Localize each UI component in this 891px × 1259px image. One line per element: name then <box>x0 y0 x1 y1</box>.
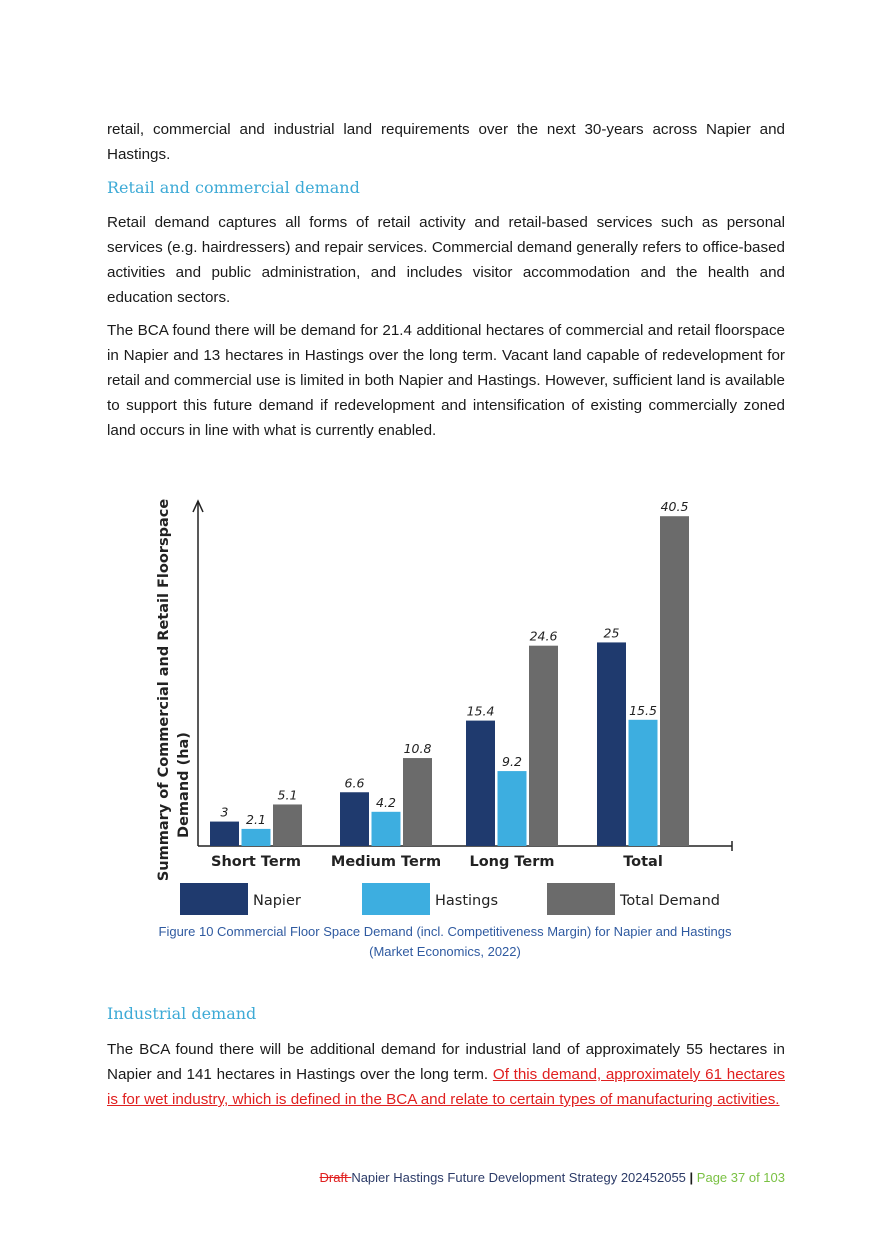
footer-deleted-text: Draft <box>319 1170 352 1185</box>
legend-label: Total Demand <box>619 893 720 909</box>
bar-medium-term-total-demand <box>403 758 432 846</box>
y-axis-label-line-1: Summary of Commercial and Retail Floorsp… <box>156 499 172 881</box>
page-footer: Draft Napier Hastings Future Development… <box>320 1170 785 1185</box>
bar-long-term-hastings <box>497 771 527 846</box>
y-axis-label-line-2: Demand (ha) <box>176 732 192 838</box>
retail-heading: Retail and commercial demand <box>107 178 360 197</box>
data-label: 40.5 <box>661 499 689 514</box>
figure-caption: Figure 10 Commercial Floor Space Demand … <box>100 922 790 962</box>
tracked-insertion: Of this demand, approximately 61 hectare… <box>107 1066 785 1108</box>
bar-short-term-napier <box>210 821 239 846</box>
bar-total-napier <box>597 642 626 846</box>
data-label: 24.6 <box>530 629 558 644</box>
data-label: 15.5 <box>629 703 657 718</box>
industrial-paragraph: The BCA found there will be additional d… <box>107 1037 785 1112</box>
bar-medium-term-napier <box>340 792 369 846</box>
retail-paragraph-1: Retail demand captures all forms of reta… <box>107 214 785 306</box>
bar-total-hastings <box>628 719 658 846</box>
category-label: Medium Term <box>331 854 441 870</box>
bar-short-term-hastings <box>241 828 271 846</box>
demand-bar-chart: Summary of Commercial and Retail Floorsp… <box>156 499 733 915</box>
category-label: Short Term <box>211 854 301 870</box>
legend-swatch-napier <box>180 883 248 915</box>
bar-long-term-total-demand <box>529 645 558 846</box>
data-label: 9.2 <box>502 754 522 769</box>
bar-medium-term-hastings <box>371 811 401 846</box>
caption-line-2: (Market Economics, 2022) <box>369 944 521 959</box>
legend-swatch-total-demand <box>547 883 615 915</box>
industrial-text: The BCA found there will be additional d… <box>107 1041 785 1083</box>
legend-label: Hastings <box>435 893 498 909</box>
footer-title: Napier Hastings Future Development Strat… <box>351 1170 686 1185</box>
caption-line-1: Figure 10 Commercial Floor Space Demand … <box>158 924 732 939</box>
bar-long-term-napier <box>466 720 495 846</box>
data-label: 10.8 <box>404 741 432 756</box>
y-axis-arrow <box>192 499 204 513</box>
legend-swatch-hastings <box>362 883 430 915</box>
data-label: 25 <box>604 625 620 640</box>
bar-total-total-demand <box>660 516 689 846</box>
data-label: 2.1 <box>246 812 266 827</box>
retail-paragraph-2: The BCA found there will be demand for 2… <box>107 322 785 439</box>
data-label: 15.4 <box>467 704 495 719</box>
bar-short-term-total-demand <box>273 804 302 846</box>
page-number: Page 37 of 103 <box>696 1170 785 1185</box>
industrial-heading: Industrial demand <box>107 1004 257 1023</box>
footer-separator: | <box>689 1170 694 1185</box>
data-label: 6.6 <box>345 775 365 790</box>
data-label: 4.2 <box>376 795 396 810</box>
data-label: 5.1 <box>278 787 298 802</box>
data-label: 3 <box>221 805 229 820</box>
category-label: Long Term <box>469 854 554 870</box>
intro-paragraph: retail, commercial and industrial land r… <box>107 121 785 163</box>
legend-label: Napier <box>253 893 301 909</box>
category-label: Total <box>623 854 663 870</box>
